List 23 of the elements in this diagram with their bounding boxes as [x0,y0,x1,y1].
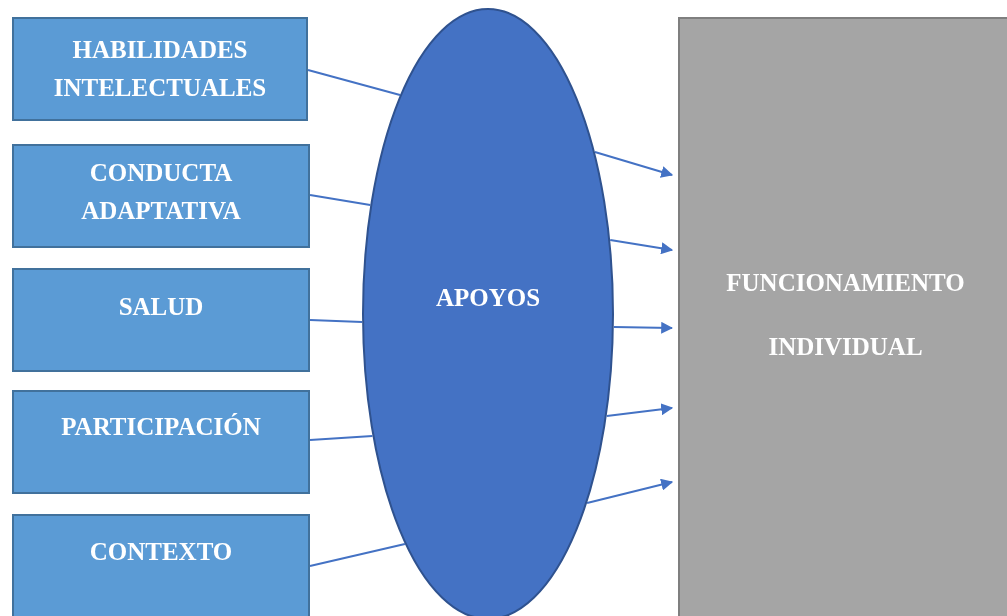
connector-line [309,319,364,323]
outcome-box [678,17,1007,616]
arrow [593,151,674,178]
node-label: PARTICIPACIÓN [60,412,262,442]
category-box [12,390,310,494]
arrow [605,403,674,417]
connector-line [307,69,401,96]
node-label: CONTEXTO [88,537,234,567]
node-label: SALUD [117,292,205,322]
node-label: FUNCIONAMIENTO INDIVIDUAL [725,268,966,362]
category-box [12,17,308,121]
arrow [609,239,674,255]
node-label: APOYOS [434,283,542,313]
node-label: HABILIDADES INTELECTUALES [52,35,268,103]
arrow [586,478,674,504]
arrow [612,321,674,334]
category-box [12,514,310,616]
category-box [12,268,310,372]
node-label: CONDUCTA ADAPTATIVA [80,158,242,226]
connector-line [309,543,406,567]
category-box [12,144,310,248]
connector-line [309,435,374,441]
connector-line [309,194,372,206]
